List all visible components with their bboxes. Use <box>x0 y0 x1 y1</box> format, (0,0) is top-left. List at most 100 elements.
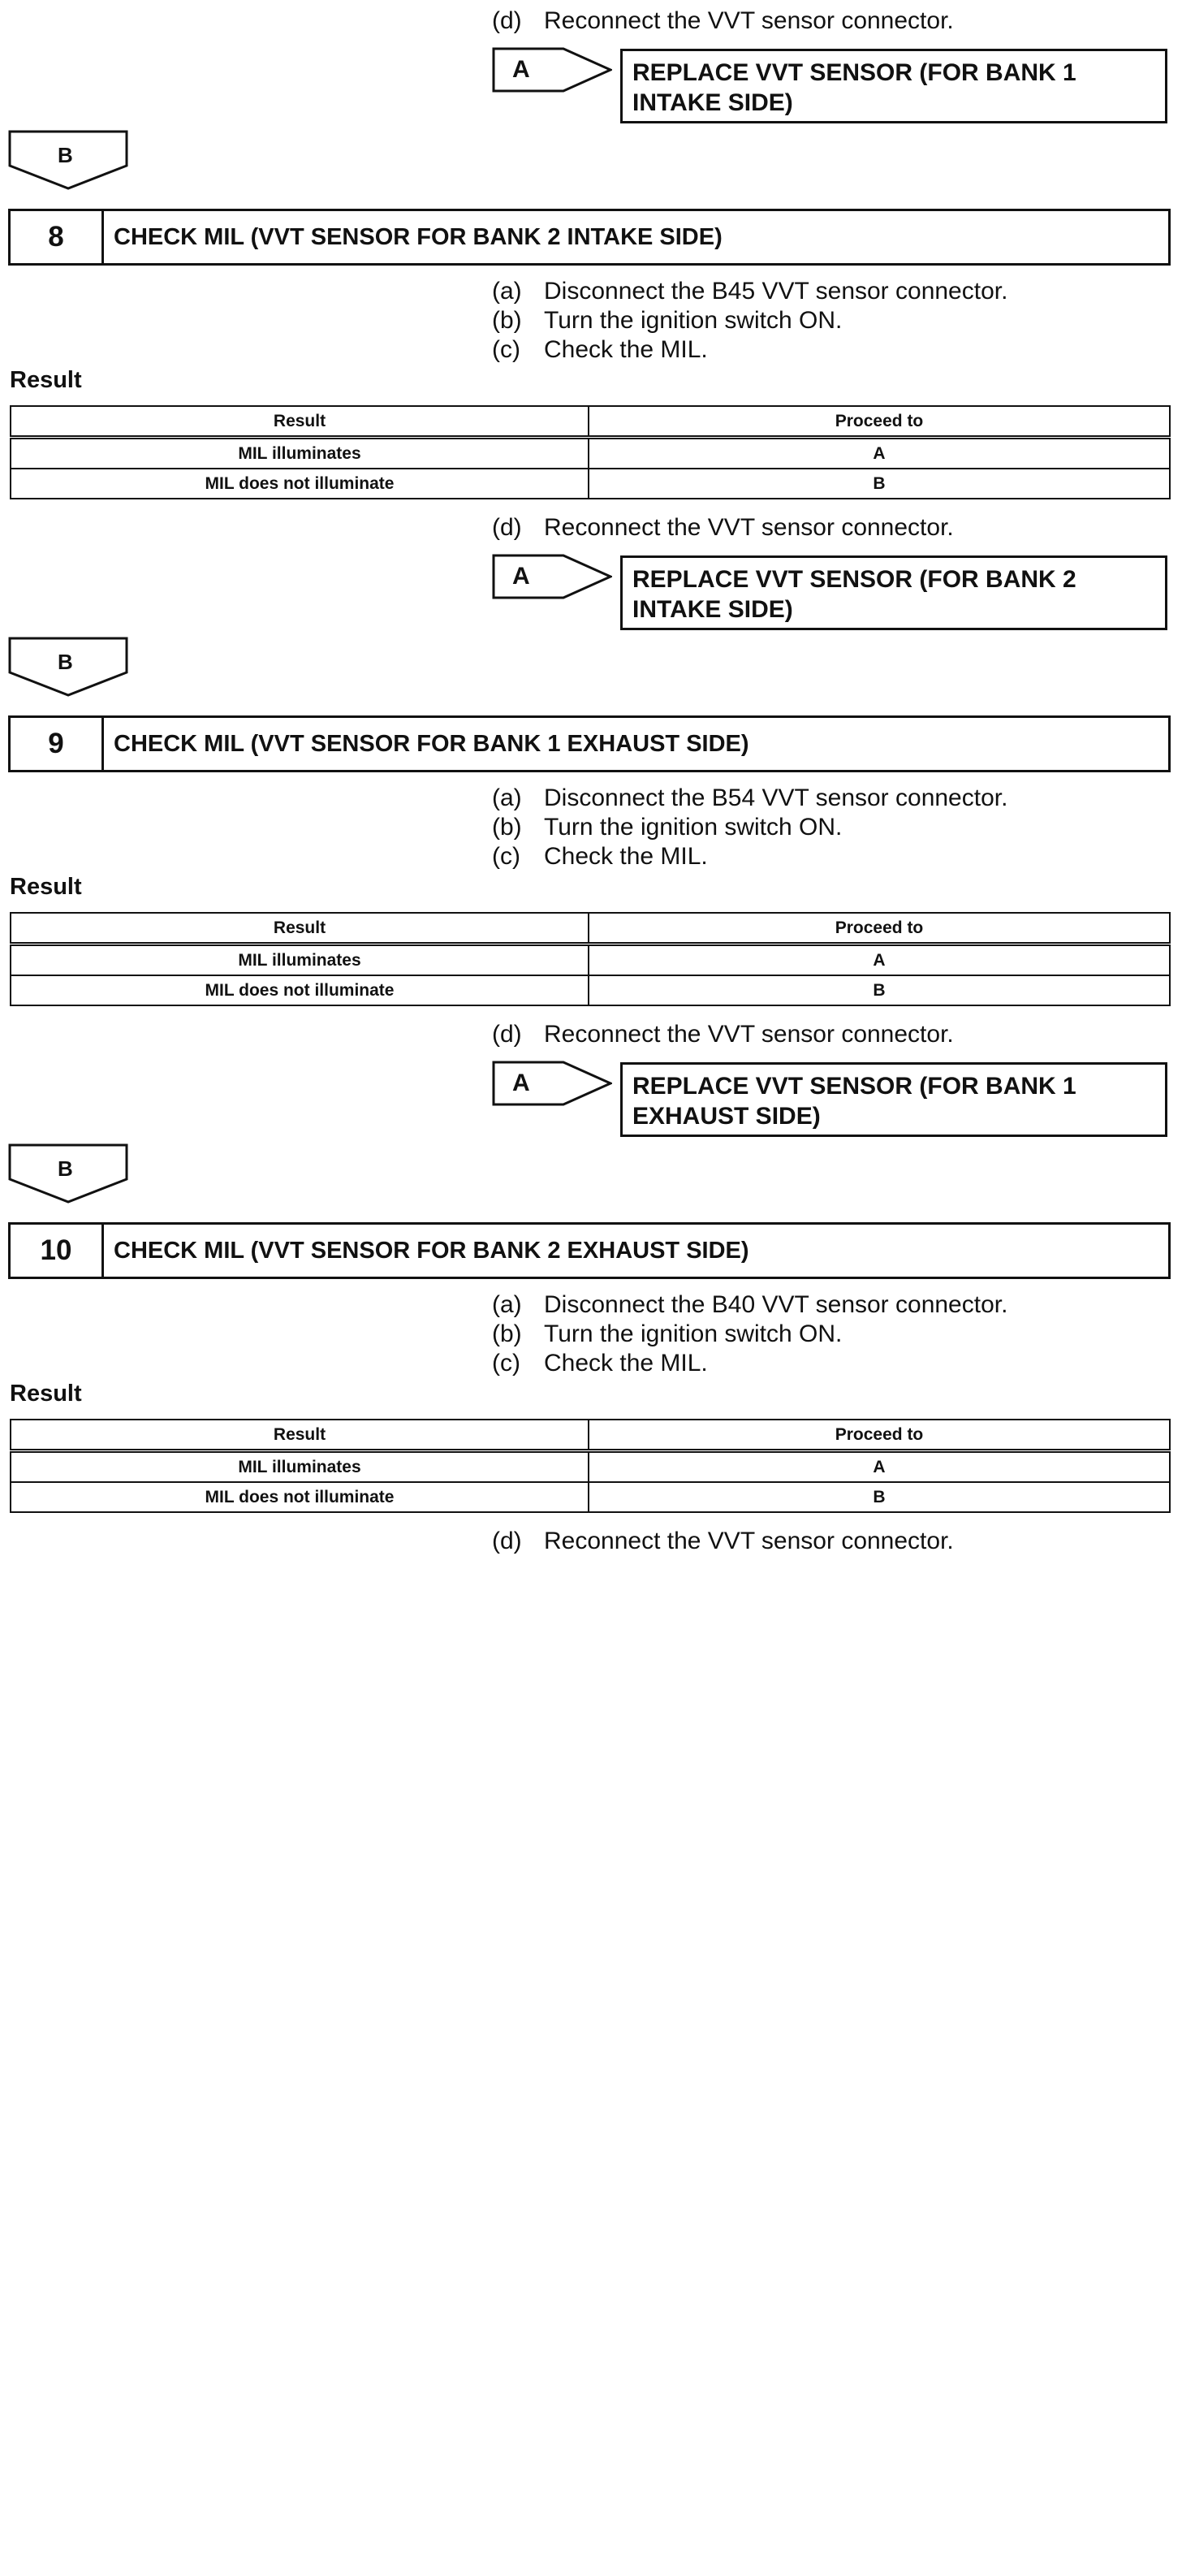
tag-a-label: A <box>512 563 530 590</box>
action-line2: INTAKE SIDE) <box>632 89 793 116</box>
step-b-line: (b) Turn the ignition switch ON. <box>492 813 842 842</box>
step-text: Turn the ignition switch ON. <box>544 1320 843 1347</box>
table-cell: B <box>588 1481 1171 1513</box>
table-header-cell: Result <box>10 405 589 439</box>
step-c-line: (c) Check the MIL. <box>492 1349 708 1378</box>
check-header: 9 CHECK MIL (VVT SENSOR FOR BANK 1 EXHAU… <box>8 715 1171 772</box>
table-row: MIL does not illuminate B <box>10 1481 1171 1513</box>
step-letter: (b) <box>492 1320 522 1347</box>
table-cell: A <box>588 436 1171 469</box>
step-letter: (d) <box>492 514 522 541</box>
step-letter: (a) <box>492 784 522 811</box>
step-text: Turn the ignition switch ON. <box>544 307 843 334</box>
table-cell: B <box>588 468 1171 499</box>
step-text: Check the MIL. <box>544 1350 708 1377</box>
result-table: Result Proceed to MIL illuminates A MIL … <box>10 405 1171 499</box>
action-line1: REPLACE VVT SENSOR (FOR BANK 1 <box>632 1073 1076 1100</box>
table-header-cell: Result <box>10 1419 589 1453</box>
step-letter: (a) <box>492 1291 522 1318</box>
step-text: Reconnect the VVT sensor connector. <box>544 7 954 34</box>
table-row: MIL illuminates A <box>10 1450 1171 1483</box>
result-table: Result Proceed to MIL illuminates A MIL … <box>10 912 1171 1006</box>
section-9: 9 CHECK MIL (VVT SENSOR FOR BANK 1 EXHAU… <box>0 507 1182 2069</box>
step-letter: (d) <box>492 1528 522 1554</box>
step-a-line: (a) Disconnect the B54 VVT sensor connect… <box>492 784 1007 813</box>
action-line1: REPLACE VVT SENSOR (FOR BANK 1 <box>632 59 1076 86</box>
step-letter: (a) <box>492 278 522 305</box>
tag-a-label: A <box>512 1070 530 1096</box>
action-line2: INTAKE SIDE) <box>632 596 793 623</box>
step-letter: (d) <box>492 1021 522 1048</box>
check-number: 10 <box>11 1225 104 1277</box>
table-row: MIL does not illuminate B <box>10 468 1171 499</box>
arrow-right-tag-icon <box>492 554 612 599</box>
table-cell: MIL illuminates <box>10 436 589 469</box>
action-box: REPLACE VVT SENSOR (FOR BANK 1 EXHAUST S… <box>620 1062 1167 1137</box>
step-c-line: (c)Check the MIL. <box>492 335 708 365</box>
step-letter: (b) <box>492 307 522 334</box>
table-row: MIL does not illuminate B <box>10 975 1171 1006</box>
step-letter: (c) <box>492 336 520 363</box>
action-line1: REPLACE VVT SENSOR (FOR BANK 2 <box>632 566 1076 593</box>
step-b-line: (b) Turn the ignition switch ON. <box>492 1320 842 1349</box>
step-text: Turn the ignition switch ON. <box>544 814 843 841</box>
section-8: 8 CHECK MIL (VVT SENSOR FOR BANK 2 INTAK… <box>8 209 1171 697</box>
check-title: CHECK MIL (VVT SENSOR FOR BANK 2 EXHAUST… <box>114 1237 749 1264</box>
step-letter: (b) <box>492 814 522 841</box>
arrow-right-tag-icon <box>492 1061 612 1106</box>
result-label: Result <box>10 1381 82 1407</box>
step-d-line: (d) Reconnect the VVT sensor connector. <box>492 1527 954 1556</box>
check-title: CHECK MIL (VVT SENSOR FOR BANK 1 EXHAUST… <box>114 730 749 757</box>
result-label: Result <box>10 367 82 393</box>
tag-b-label: B <box>58 650 73 674</box>
table-cell: MIL illuminates <box>10 943 589 976</box>
table-header-cell: Proceed to <box>588 1419 1171 1453</box>
step-letter: (c) <box>492 843 520 870</box>
step-text: Check the MIL. <box>544 843 708 870</box>
tag-b-label: B <box>58 143 73 167</box>
table-cell: MIL does not illuminate <box>10 1481 589 1513</box>
table-header-cell: Result <box>10 912 589 946</box>
step-b-line: (b) Turn the ignition switch ON. <box>492 306 842 335</box>
step-text: Disconnect the B40 VVT sensor connector. <box>544 1291 1008 1318</box>
step-d-line: (d) Reconnect the VVT sensor connector. <box>492 1020 954 1049</box>
result-table: Result Proceed to MIL illuminates A MIL … <box>10 1419 1171 1513</box>
table-cell: B <box>588 975 1171 1006</box>
table-cell: MIL does not illuminate <box>10 975 589 1006</box>
step-letter: (d) <box>492 7 522 34</box>
arrow-right-tag-icon <box>492 47 612 93</box>
tag-a-label: A <box>512 56 530 83</box>
step-a-line: (a) Disconnect the B45 VVT sensor connect… <box>492 277 1007 306</box>
step-text: Reconnect the VVT sensor connector. <box>544 514 954 541</box>
step-d-line: (d) Reconnect the VVT sensor connector. <box>492 6 954 36</box>
arrow-down-tag-icon <box>8 637 128 697</box>
step-c-line: (c) Check the MIL. <box>492 842 708 871</box>
table-cell: A <box>588 943 1171 976</box>
table-header-cell: Proceed to <box>588 405 1171 439</box>
check-number: 8 <box>11 211 104 263</box>
action-line2: EXHAUST SIDE) <box>632 1103 821 1130</box>
step-text: Disconnect the B45 VVT sensor connector. <box>544 278 1008 305</box>
table-header-row: Result Proceed to <box>10 912 1171 946</box>
section-10: 10 CHECK MIL (VVT SENSOR FOR BANK 2 EXHA… <box>0 1014 1182 2576</box>
arrow-down-tag-icon <box>8 130 128 190</box>
table-header-row: Result Proceed to <box>10 1419 1171 1453</box>
action-box: REPLACE VVT SENSOR (FOR BANK 1 INTAKE SI… <box>620 49 1167 123</box>
step-text: Reconnect the VVT sensor connector. <box>544 1528 954 1554</box>
step-letter: (c) <box>492 1350 520 1377</box>
check-header: 8 CHECK MIL (VVT SENSOR FOR BANK 2 INTAK… <box>8 209 1171 266</box>
table-cell: MIL illuminates <box>10 1450 589 1483</box>
check-header: 10 CHECK MIL (VVT SENSOR FOR BANK 2 EXHA… <box>8 1222 1171 1279</box>
tag-b-label: B <box>58 1156 73 1181</box>
check-number: 9 <box>11 718 104 770</box>
table-header-row: Result Proceed to <box>10 405 1171 439</box>
arrow-down-tag-icon <box>8 1143 128 1204</box>
table-row: MIL illuminates A <box>10 436 1171 469</box>
table-row: MIL illuminates A <box>10 943 1171 976</box>
table-cell: MIL does not illuminate <box>10 468 589 499</box>
step-a-line: (a) Disconnect the B40 VVT sensor connect… <box>492 1290 1007 1320</box>
action-box: REPLACE VVT SENSOR (FOR BANK 2 INTAKE SI… <box>620 555 1167 630</box>
result-label: Result <box>10 874 82 900</box>
step-text: Reconnect the VVT sensor connector. <box>544 1021 954 1048</box>
step-text: Disconnect the B54 VVT sensor connector. <box>544 784 1008 811</box>
